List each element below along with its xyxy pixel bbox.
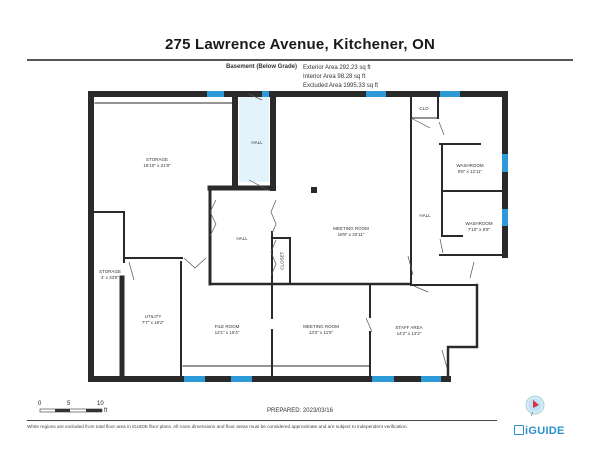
scale-unit: ft [104,408,108,414]
room-washroom-2: WASHROOM 7'10" x 8'8" [465,221,492,232]
room-name: CLOSET [279,251,285,270]
room-name: FILE ROOM [214,324,240,329]
room-dims: 7'10" x 8'8" [467,226,491,232]
room-dims: 14'2" x 12'2" [396,330,422,336]
room-storage-narrow: STORAGE 4' x 33'8" [99,269,121,280]
room-hall-mid: HALL [236,236,247,242]
room-dims: 13'3" x 11'5" [308,329,334,335]
scale-tick-5: 5 [67,401,71,407]
room-dims: 7'7" x 18'2" [141,319,165,325]
room-name: HALL [236,236,248,241]
brand-name: iGUIDE [525,425,565,437]
page-title: 275 Lawrence Avenue, Kitchener, ON [165,36,435,53]
excluded-area: Excluded Area 1995.33 sq ft [303,83,379,89]
exterior-area: Exterior Area 292.23 sq ft [303,65,371,71]
room-name: STORAGE [146,157,168,162]
room-closet: CLOSET [279,252,285,270]
room-clo: CLO [419,106,428,112]
room-name: HALL [251,140,263,145]
iguide-box-icon [514,425,524,435]
room-name: WASHROOM [456,163,484,168]
scale-tick-0: 0 [38,401,42,407]
scale-tick-10: 10 [97,401,104,407]
room-name: STORAGE [99,269,121,274]
room-dims: 4' x 33'8" [100,274,120,280]
interior-area: Interior Area 98.28 sq ft [303,74,366,80]
room-name: WASHROOM [465,221,493,226]
room-dims: 18'10" x 21'8" [143,162,171,168]
area-summary: Exterior Area 292.23 sq ft Interior Area… [303,64,378,91]
room-name: UTILITY [144,314,162,319]
room-name: MEETING ROOM [303,324,339,329]
iguide-logo: iGUIDE [514,425,565,437]
room-meeting-main: MEETING ROOM 18'8" x 20'11" [333,226,369,237]
level-label: Basement (Below Grade) [226,64,298,70]
footer-divider [27,420,497,421]
room-dims: 18'8" x 20'11" [337,231,365,237]
room-hall-right: HALL [419,213,430,219]
compass-icon [525,395,545,417]
room-meeting-small: MEETING ROOM 13'3" x 11'5" [303,324,339,335]
room-name: STAFF AREA [395,325,423,330]
room-file-room: FILE ROOM 12'1" x 15'4" [215,324,240,335]
room-name: HALL [419,213,431,218]
room-hall-upper: HALL [251,140,262,146]
room-dims: 8'8" x 12'11" [457,168,483,174]
header-divider [27,59,573,61]
room-dims: 12'1" x 15'4" [214,329,240,335]
room-name: MEETING ROOM [333,226,369,231]
room-staff-area: STAFF AREA 14'2" x 12'2" [395,325,422,336]
disclaimer: White regions are excluded from total fl… [27,424,408,429]
room-utility: UTILITY 7'7" x 18'2" [142,314,164,325]
prepared-date: PREPARED: 2023/03/16 [267,408,333,414]
room-storage-main: STORAGE 18'10" x 21'8" [143,157,170,168]
room-name: CLO [419,106,429,111]
room-washroom-1: WASHROOM 8'8" x 12'11" [456,163,483,174]
